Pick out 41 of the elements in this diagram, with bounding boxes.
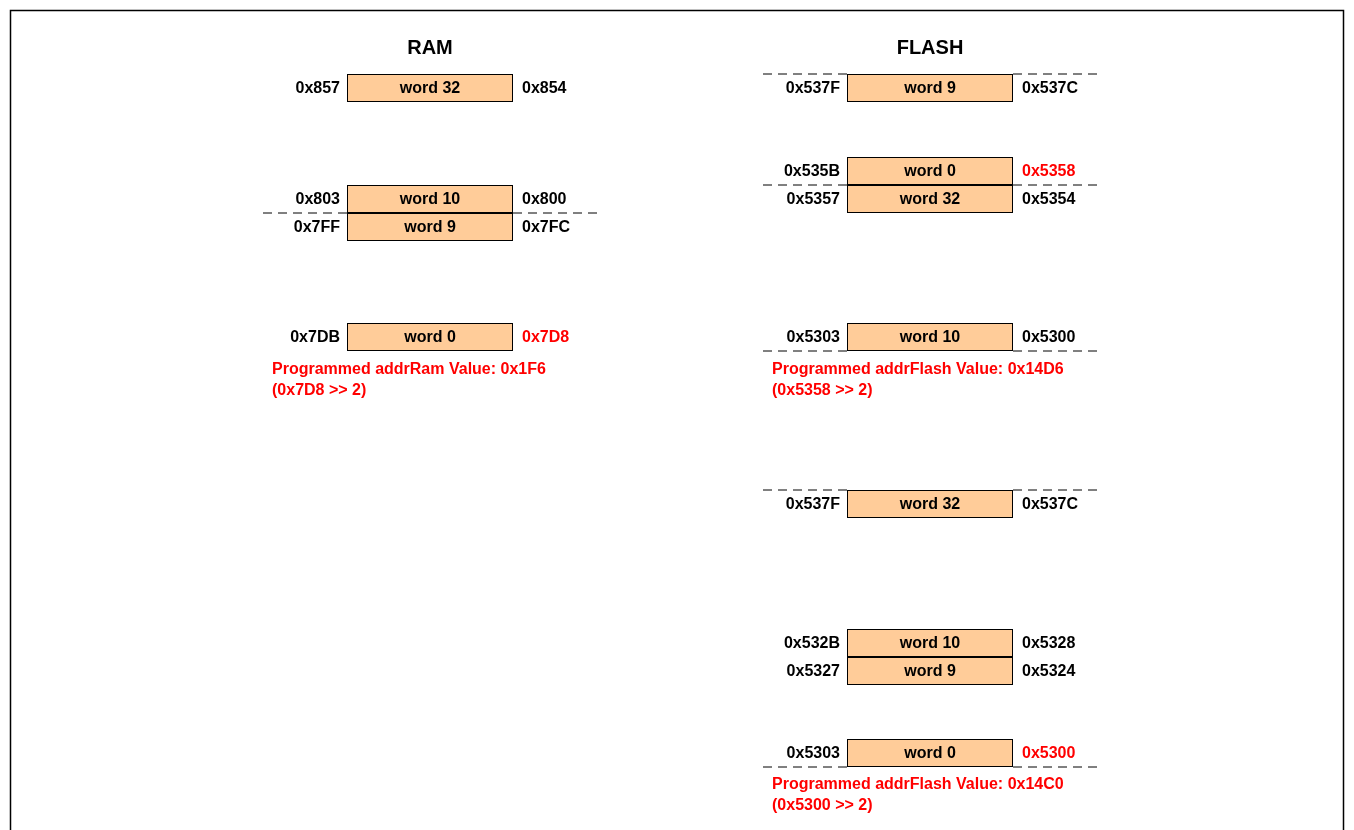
address-label: 0x5303 bbox=[786, 327, 840, 347]
address-label: 0x7DB bbox=[290, 327, 340, 347]
memory-word-cell: word 9 bbox=[847, 74, 1013, 102]
memory-word-cell: word 32 bbox=[847, 185, 1013, 213]
address-label: 0x537C bbox=[1022, 494, 1079, 514]
address-label: 0x537F bbox=[785, 78, 840, 98]
address-label: 0x7D8 bbox=[522, 327, 570, 347]
address-label: 0x7FF bbox=[293, 217, 340, 237]
address-label: 0x800 bbox=[522, 189, 567, 209]
memory-word-cell: word 0 bbox=[847, 157, 1013, 185]
address-label: 0x5324 bbox=[1022, 661, 1076, 681]
address-label: 0x7FC bbox=[522, 217, 571, 237]
address-label: 0x5300 bbox=[1022, 327, 1076, 347]
annotation-note: Programmed addrFlash Value: 0x14D6 (0x5358 >> 2) bbox=[772, 359, 1065, 400]
address-label: 0x537C bbox=[1022, 78, 1079, 98]
memory-word-cell: word 10 bbox=[847, 323, 1013, 351]
column-heading: RAM bbox=[407, 36, 453, 59]
memory-word-cell: word 32 bbox=[347, 74, 513, 102]
address-label: 0x5354 bbox=[1022, 189, 1076, 209]
address-label: 0x532B bbox=[783, 633, 840, 653]
address-label: 0x5327 bbox=[786, 661, 840, 681]
annotation-note: Programmed addrRam Value: 0x1F6 (0x7D8 >> 2) bbox=[272, 359, 547, 400]
address-label: 0x857 bbox=[295, 78, 340, 98]
address-label: 0x803 bbox=[295, 189, 340, 209]
address-label: 0x5328 bbox=[1022, 633, 1076, 653]
address-label: 0x5357 bbox=[786, 189, 840, 209]
address-label: 0x5358 bbox=[1022, 161, 1076, 181]
memory-word-cell: word 9 bbox=[347, 213, 513, 241]
address-label: 0x535B bbox=[783, 161, 840, 181]
address-label: 0x5303 bbox=[786, 743, 840, 763]
address-label: 0x5300 bbox=[1022, 743, 1076, 763]
memory-word-cell: word 9 bbox=[847, 657, 1013, 685]
column-heading: FLASH bbox=[896, 36, 964, 59]
address-label: 0x537F bbox=[785, 494, 840, 514]
memory-word-cell: word 10 bbox=[347, 185, 513, 213]
memory-word-cell: word 32 bbox=[847, 490, 1013, 518]
memory-word-cell: word 0 bbox=[347, 323, 513, 351]
memory-word-cell: word 10 bbox=[847, 629, 1013, 657]
annotation-note: Programmed addrFlash Value: 0x14C0 (0x5300 >> 2) bbox=[772, 774, 1065, 815]
address-label: 0x854 bbox=[522, 78, 567, 98]
memory-word-cell: word 0 bbox=[847, 739, 1013, 767]
